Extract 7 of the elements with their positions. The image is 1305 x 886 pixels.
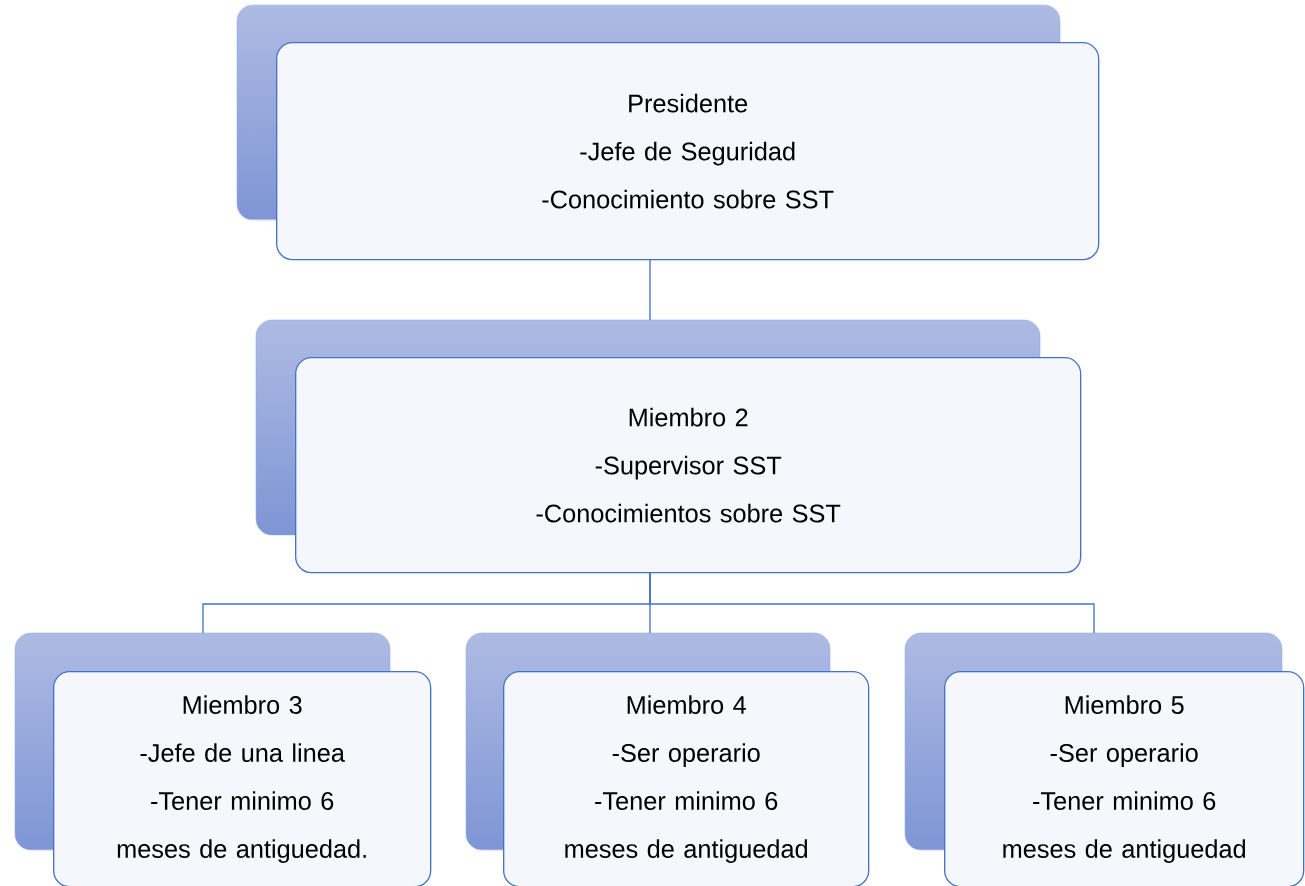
connector-line bbox=[649, 258, 651, 321]
org-box: Presidente -Jefe de Seguridad -Conocimiento sobre SST bbox=[236, 4, 1100, 261]
org-box: Miembro 2 -Supervisor SST -Conocimientos sobre SST bbox=[255, 319, 1082, 574]
org-box: Miembro 4 -Ser operario -Tener minimo 6 meses de antiguedad bbox=[465, 632, 870, 886]
org-box: Miembro 5 -Ser operario -Tener minimo 6 meses de antiguedad bbox=[904, 632, 1305, 886]
org-box: Miembro 3 -Jefe de una linea -Tener minimo 6 meses de antiguedad. bbox=[14, 632, 432, 886]
connector-line bbox=[649, 571, 1095, 634]
